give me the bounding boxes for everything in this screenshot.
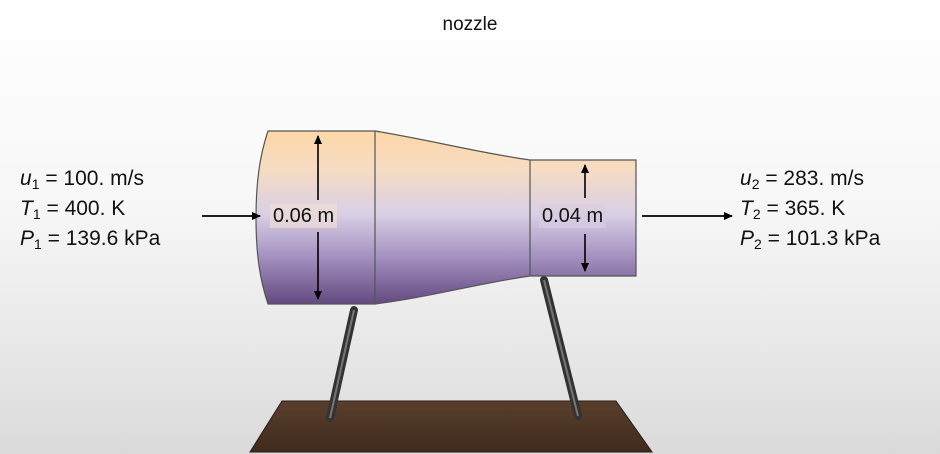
inlet-pressure-value: = 139.6 kPa [47,227,161,250]
outlet-diameter-label: 0.04 m [539,204,607,228]
inlet-temperature-subscript: 1 [32,206,41,222]
inlet-pressure: P1 = 139.6 kPa [20,224,160,254]
inlet-diameter-label: 0.06 m [270,204,338,228]
inlet-pressure-symbol: P [20,227,35,250]
stand-base [249,400,653,453]
outlet-velocity-symbol: u [740,167,752,190]
inlet-temperature-value: = 400. K [46,197,126,220]
inlet-temperature: T1 = 400. K [20,194,160,224]
outlet-temperature: T2 = 365. K [740,194,880,224]
outlet-pressure-value: = 101.3 kPa [767,227,881,250]
diagram-title: nozzle [442,14,498,35]
inlet-pressure-subscript: 1 [34,236,42,252]
outlet-temperature-value: = 365. K [766,197,846,220]
inlet-temperature-symbol: T [20,197,33,220]
outlet-velocity: u2 = 283. m/s [740,164,880,194]
stand-leg-right-highlight [543,279,579,417]
outlet-pressure: P2 = 101.3 kPa [740,224,880,254]
inlet-velocity-subscript: 1 [31,176,40,192]
inlet-velocity-value: = 100. m/s [45,167,144,190]
inlet-velocity-symbol: u [20,167,32,190]
outlet-velocity-subscript: 2 [751,176,760,192]
inlet-conditions: u1 = 100. m/s T1 = 400. K P1 = 139.6 kPa [20,164,160,254]
outlet-pressure-subscript: 2 [754,236,762,252]
outlet-temperature-subscript: 2 [752,206,761,222]
outlet-pressure-symbol: P [740,227,755,250]
nozzle-body [255,130,637,305]
stand-leg-left-highlight [329,309,355,419]
outlet-velocity-value: = 283. m/s [765,167,864,190]
outlet-conditions: u2 = 283. m/s T2 = 365. K P2 = 101.3 kPa [740,164,880,254]
inlet-velocity: u1 = 100. m/s [20,164,160,194]
outlet-temperature-symbol: T [740,197,753,220]
